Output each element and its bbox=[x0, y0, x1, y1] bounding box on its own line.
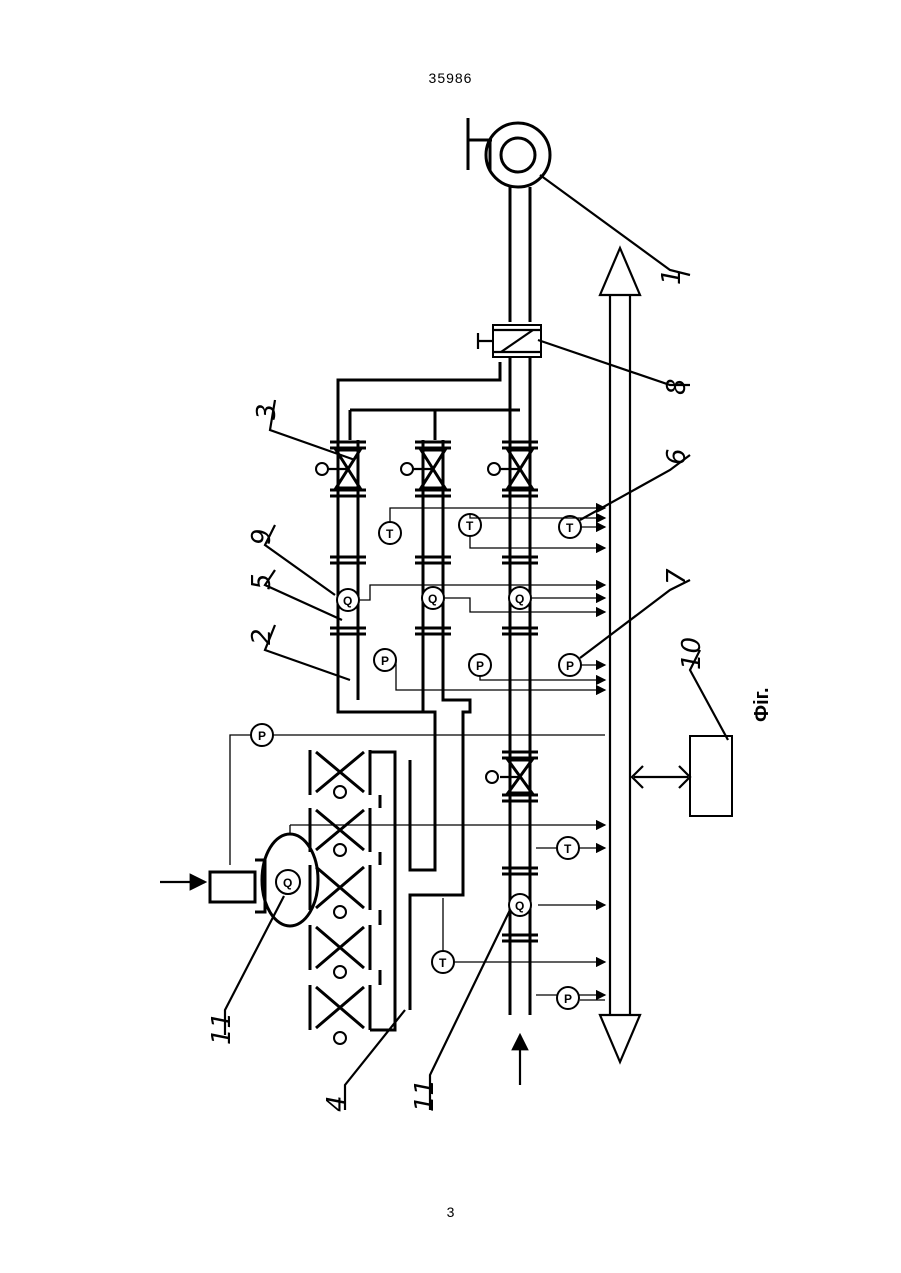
leader-lines bbox=[225, 175, 728, 1110]
label-7: 7 bbox=[662, 568, 692, 585]
svg-text:P: P bbox=[564, 992, 572, 1006]
label-2: 2 bbox=[247, 628, 277, 645]
data-bus-arrow bbox=[600, 248, 640, 1062]
svg-text:Q: Q bbox=[428, 592, 437, 606]
label-10: 10 bbox=[677, 637, 707, 670]
controller-10 bbox=[632, 736, 732, 816]
valve-bank-4 bbox=[310, 750, 395, 1044]
label-8: 8 bbox=[662, 378, 692, 395]
svg-text:P: P bbox=[476, 659, 484, 673]
blower-unit bbox=[468, 118, 550, 187]
gate-valve-8 bbox=[478, 325, 541, 357]
svg-text:P: P bbox=[258, 729, 266, 743]
label-11-pipe: 11 bbox=[410, 1079, 440, 1112]
svg-text:T: T bbox=[439, 956, 447, 970]
figure-caption: Фіг. bbox=[751, 687, 773, 722]
svg-text:Q: Q bbox=[515, 899, 524, 913]
label-4: 4 bbox=[322, 1095, 352, 1112]
svg-text:T: T bbox=[466, 519, 474, 533]
measuring-branches: Q Q Q T T T P P P bbox=[316, 440, 581, 1010]
svg-text:Q: Q bbox=[343, 594, 352, 608]
svg-text:Q: Q bbox=[283, 876, 292, 890]
label-1: 1 bbox=[657, 268, 687, 285]
label-11-meter: 11 bbox=[207, 1012, 237, 1045]
label-6: 6 bbox=[662, 448, 692, 465]
label-5: 5 bbox=[247, 573, 277, 590]
header-manifold bbox=[350, 410, 520, 440]
svg-text:P: P bbox=[381, 654, 389, 668]
page-number: 3 bbox=[0, 1204, 901, 1220]
svg-text:T: T bbox=[564, 842, 572, 856]
lower-main-pipe: Q T P T bbox=[432, 712, 579, 1085]
svg-text:Q: Q bbox=[515, 592, 524, 606]
label-9: 9 bbox=[247, 528, 277, 545]
pipe-below-valve-8 bbox=[510, 357, 530, 440]
svg-text:T: T bbox=[566, 521, 574, 535]
main-supply-pipe bbox=[510, 187, 530, 322]
header-branch-line bbox=[338, 362, 500, 440]
svg-text:P: P bbox=[566, 659, 574, 673]
label-3: 3 bbox=[252, 403, 282, 420]
svg-text:T: T bbox=[386, 527, 394, 541]
